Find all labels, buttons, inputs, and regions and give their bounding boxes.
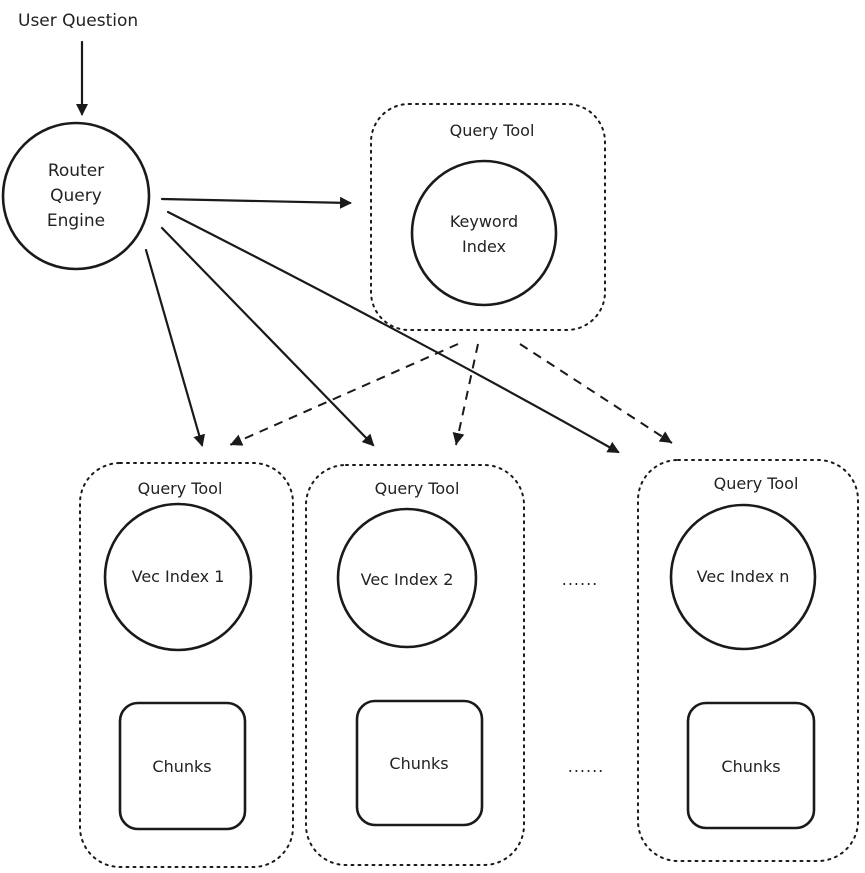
- chunks-2-label: Chunks: [389, 754, 448, 773]
- router-label-line2: Query: [50, 186, 102, 206]
- router-query-engine-node: Router Query Engine: [1, 121, 151, 271]
- keyword-to-vecn-dashed-arrow: [519, 343, 673, 444]
- vec1-tool-title: Query Tool: [138, 479, 223, 498]
- vector-query-tool-2: Query Tool Vec Index 2 Chunks: [305, 464, 525, 866]
- keyword-index-line2: Index: [462, 237, 506, 256]
- chunks-1-node: [118, 701, 247, 831]
- keyword-query-tool: Query Tool Keyword Index: [370, 103, 606, 331]
- router-label-line3: Engine: [47, 211, 105, 231]
- keyword-index-node: [410, 159, 558, 307]
- vec2-tool-title: Query Tool: [375, 479, 460, 498]
- vec-index-1-label: Vec Index 1: [132, 567, 225, 586]
- router-to-vecn-arrow: [166, 210, 620, 454]
- router-to-vec1-arrow: [144, 248, 206, 447]
- vecn-tool-title: Query Tool: [714, 474, 799, 493]
- keyword-index-line1: Keyword: [450, 212, 518, 231]
- chunks-2-node: [355, 699, 484, 827]
- chunks-row-ellipsis: ......: [568, 757, 605, 776]
- router-to-keyword-arrow: [160, 196, 352, 209]
- router-label-line1: Router: [48, 161, 104, 181]
- chunks-1-label: Chunks: [152, 757, 211, 776]
- keyword-to-vec1-dashed-arrow: [229, 343, 459, 446]
- vec-index-2-label: Vec Index 2: [361, 570, 454, 589]
- chunks-n-node: [686, 701, 816, 830]
- vector-query-tool-1: Query Tool Vec Index 1 Chunks: [79, 462, 294, 868]
- vec-index-1-node: [103, 502, 253, 652]
- user-question-label: User Question: [18, 11, 138, 31]
- vec-index-n-label: Vec Index n: [697, 567, 790, 586]
- vec-index-2-node: [336, 507, 478, 649]
- keyword-to-vec2-dashed-arrow: [452, 343, 479, 446]
- router-to-vec2-arrow: [160, 226, 375, 447]
- vec-index-n-node: [669, 503, 817, 651]
- keyword-tool-title: Query Tool: [450, 121, 535, 140]
- vector-query-tool-n: Query Tool Vec Index n Chunks: [637, 459, 859, 862]
- chunks-n-label: Chunks: [721, 757, 780, 776]
- index-row-ellipsis: ......: [562, 570, 599, 589]
